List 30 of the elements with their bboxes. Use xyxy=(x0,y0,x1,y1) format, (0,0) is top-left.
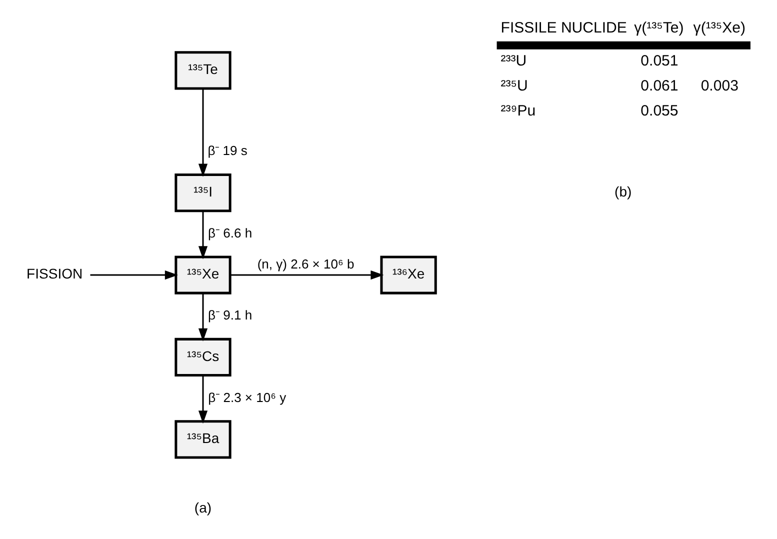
label: (a) xyxy=(194,499,212,516)
node-box: ¹³⁵Te xyxy=(174,51,232,90)
label: γ(¹³⁵Xe) xyxy=(693,19,746,36)
label: (b) xyxy=(614,184,632,200)
label: γ(¹³⁵Te) xyxy=(634,19,684,36)
arrow xyxy=(198,293,208,342)
label: ²³⁹Pu xyxy=(500,102,536,120)
label: 0.051 xyxy=(640,52,678,70)
arrow xyxy=(230,270,384,280)
edge-label: β⁻ 2.3 × 10⁶ y xyxy=(208,390,286,405)
edge-label: β⁻ 6.6 h xyxy=(208,225,252,240)
label: ²³³U xyxy=(500,52,527,70)
arrow xyxy=(198,376,208,424)
label: FISSILE NUCLIDE xyxy=(500,19,627,36)
arrow xyxy=(90,270,178,280)
arrow xyxy=(198,211,208,260)
edge-label: (n, γ) 2.6 × 10⁶ b xyxy=(257,256,354,272)
arrow xyxy=(198,88,208,177)
edge-label: β⁻ 9.1 h xyxy=(208,308,252,323)
label: 0.055 xyxy=(640,102,678,120)
label: 0.061 xyxy=(640,78,678,95)
node-text: FISSION xyxy=(26,266,83,282)
node-box: ¹³⁵Cs xyxy=(174,338,232,377)
edge-label: β⁻ 19 s xyxy=(208,143,248,158)
node-box: ¹³⁵I xyxy=(174,174,232,212)
node-box: ¹³⁶Xe xyxy=(380,256,437,294)
node-box: ¹³⁵Ba xyxy=(174,420,232,459)
label: ²³⁵U xyxy=(500,78,528,95)
label: 0.003 xyxy=(700,78,738,95)
node-box: ¹³⁵Xe xyxy=(174,256,232,294)
